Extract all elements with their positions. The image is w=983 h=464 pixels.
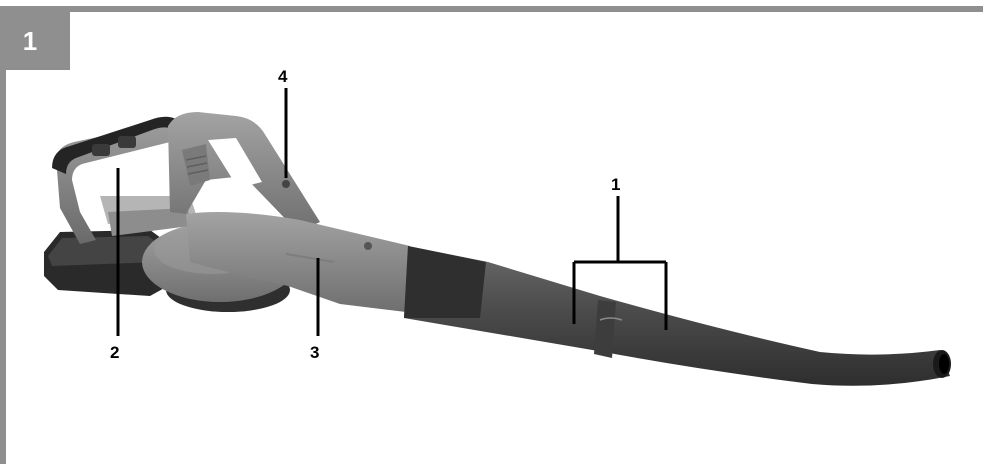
- blower-tube: [404, 246, 951, 386]
- callout-label-1: 1: [611, 175, 621, 194]
- figure-number: 1: [22, 26, 38, 56]
- callout-label-4: 4: [278, 67, 288, 86]
- callout-label-2: 2: [110, 343, 120, 362]
- frame-left-border: [0, 6, 6, 464]
- callout-label-3: 3: [310, 343, 320, 362]
- upper-handle: [168, 112, 320, 232]
- figure-number-badge: 1: [6, 12, 70, 70]
- blower-body: [186, 212, 410, 312]
- battery-pack: [44, 230, 172, 296]
- callout-leaders: [116, 88, 668, 336]
- frame-top-border: [0, 6, 983, 12]
- rear-handle: [52, 116, 196, 244]
